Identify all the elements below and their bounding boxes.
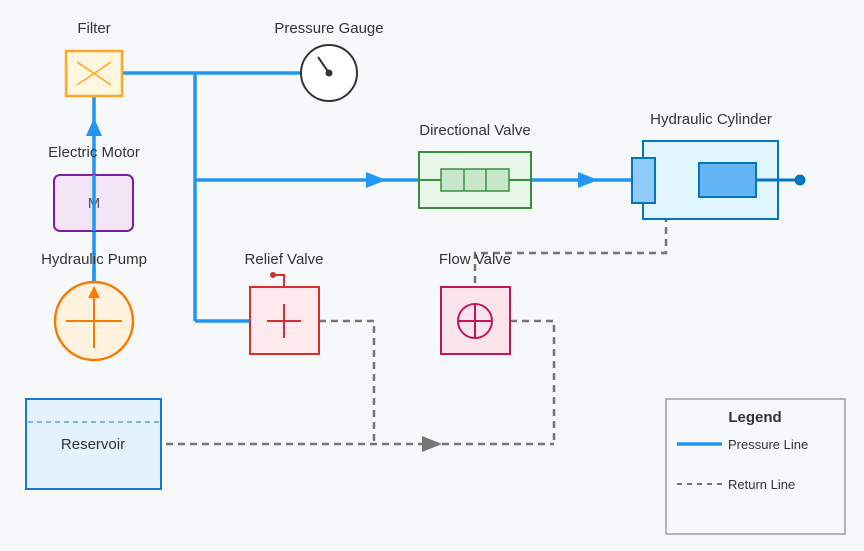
legend: Legend Pressure Line Return Line xyxy=(665,398,846,535)
flow-arrow-to-valve xyxy=(366,172,386,188)
flow-valve-label: Flow Valve xyxy=(439,251,511,268)
filter-label: Filter xyxy=(77,20,110,37)
relief-valve-icon xyxy=(267,272,301,338)
relief-valve[interactable]: Relief Valve xyxy=(245,251,324,355)
return-flow-arrow xyxy=(422,436,442,452)
hydraulic-pump[interactable]: Hydraulic Pump xyxy=(41,251,147,362)
filter-x-icon xyxy=(76,61,112,86)
valve-spool-icon xyxy=(419,168,531,192)
reservoir-tank[interactable] xyxy=(25,398,162,490)
legend-title: Legend xyxy=(728,409,781,426)
legend-box xyxy=(665,398,846,535)
relief-valve-label: Relief Valve xyxy=(245,251,324,268)
pressure-gauge[interactable]: Pressure Gauge xyxy=(274,20,384,102)
return-lines xyxy=(166,203,668,446)
pump-icon xyxy=(66,286,122,348)
pressure-lines xyxy=(92,71,632,323)
cylinder-port xyxy=(631,157,656,204)
filter[interactable]: Filter xyxy=(64,20,124,98)
return-line-flow-valve xyxy=(510,319,556,444)
hydraulic-pump-label: Hydraulic Pump xyxy=(41,251,147,268)
legend-label-pressure: Pressure Line xyxy=(728,437,808,452)
hydraulic-cylinder-label: Hydraulic Cylinder xyxy=(650,111,772,128)
pressure-gauge-label: Pressure Gauge xyxy=(274,20,383,37)
gauge-icon xyxy=(317,56,333,77)
flow-valve-icon xyxy=(457,303,493,339)
reservoir-label: Reservoir xyxy=(61,436,125,453)
legend-label-return: Return Line xyxy=(728,477,795,492)
electric-motor-label: Electric Motor xyxy=(48,144,140,161)
rod-end xyxy=(794,174,806,186)
flow-valve[interactable]: Flow Valve xyxy=(439,251,511,355)
flow-arrow-to-cylinder xyxy=(578,172,598,188)
hydraulic-cylinder[interactable]: Hydraulic Cylinder xyxy=(631,111,806,220)
reservoir[interactable]: Reservoir xyxy=(25,398,162,490)
cylinder-piston xyxy=(698,162,757,198)
flow-arrow-up xyxy=(86,118,102,136)
directional-valve[interactable]: Directional Valve xyxy=(418,122,532,209)
cylinder-icon xyxy=(631,157,806,204)
return-line-cylinder-to-flow-valve xyxy=(473,203,668,287)
return-line-relief xyxy=(319,319,376,444)
directional-valve-label: Directional Valve xyxy=(419,122,530,139)
